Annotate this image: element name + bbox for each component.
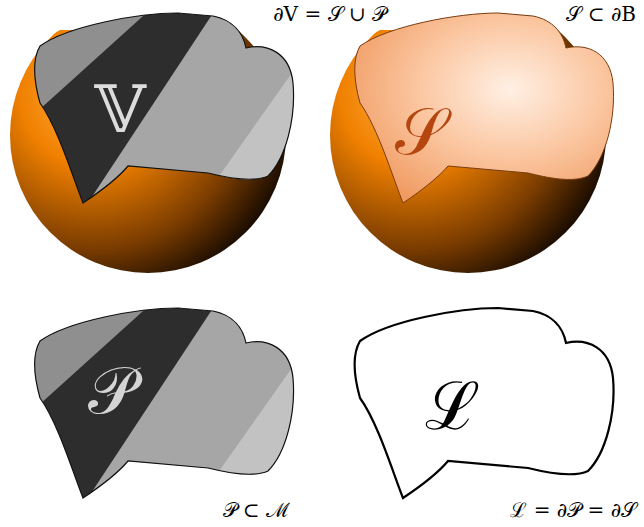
shape-outline xyxy=(348,8,618,213)
caption-wrap: 𝒫 ⊂ ℳ xyxy=(223,498,288,522)
formula-caption: 𝒮 ⊂ ∂B xyxy=(566,2,636,26)
surface-patch: 𝒮 xyxy=(348,8,618,213)
formula-caption: 𝒫 ⊂ ℳ xyxy=(223,498,288,522)
caption-wrap: ℒ = ∂𝒫 = ∂𝒮 xyxy=(510,498,636,522)
shape-outline xyxy=(28,8,298,213)
set-symbol: 𝕍 xyxy=(94,77,145,143)
caption-wrap: ∂V = 𝒮 ∪ 𝒫 xyxy=(273,2,386,26)
caption-wrap: 𝒮 ⊂ ∂B xyxy=(566,2,636,26)
set-symbol: 𝒫 xyxy=(88,358,136,424)
boundary-curve: ℒ xyxy=(348,303,618,508)
surface-patch: 𝒫 xyxy=(28,303,298,508)
formula-caption: ∂V = 𝒮 ∪ 𝒫 xyxy=(273,2,386,26)
formula-caption: ℒ = ∂𝒫 = ∂𝒮 xyxy=(510,498,636,522)
set-symbol: 𝒮 xyxy=(395,99,446,165)
surface-patch: 𝕍 xyxy=(28,8,298,213)
shape-outline xyxy=(348,303,618,508)
shape-outline xyxy=(28,303,298,508)
set-symbol: ℒ xyxy=(425,374,480,440)
